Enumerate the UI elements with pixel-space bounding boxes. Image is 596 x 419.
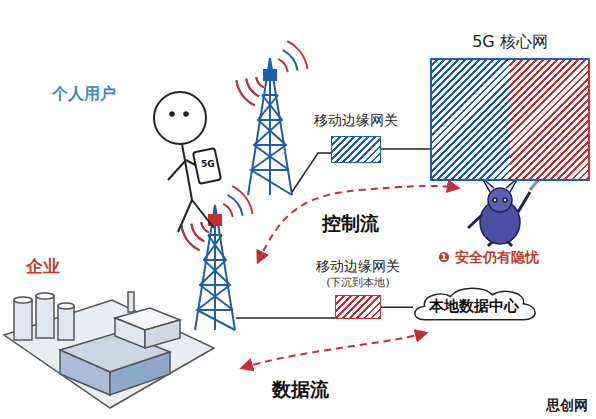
drawing-part — [246, 79, 259, 97]
drawing-part — [264, 70, 276, 80]
drawing-part — [256, 77, 263, 87]
drawing-part — [58, 306, 74, 340]
tower-bottom — [195, 205, 235, 330]
drawing-part — [503, 198, 507, 202]
drawing-part — [223, 204, 233, 217]
watermark: 思创网 — [546, 397, 588, 414]
drawing-part — [283, 50, 298, 71]
drawing-part — [278, 59, 288, 72]
link-wire — [236, 317, 336, 319]
node-note: (下沉到本地) — [326, 276, 390, 290]
drawing-part — [36, 293, 54, 299]
link-wire — [292, 153, 332, 192]
phone-label: 5G — [201, 159, 215, 170]
drawing-part — [195, 205, 235, 330]
user-label: 个人用户 — [52, 84, 116, 103]
drawing-part — [228, 195, 243, 216]
drawing-part — [14, 297, 32, 303]
drawing-part — [36, 296, 54, 338]
drawing-part — [145, 320, 180, 348]
drawing-part — [287, 41, 307, 69]
gateway-box: 移动边缘网关 — [314, 112, 398, 163]
hatched-box — [331, 136, 381, 163]
hatched-box — [335, 295, 381, 319]
node-title: 移动边缘网关 — [316, 258, 400, 276]
gateway-box: 5G 核心网 — [430, 32, 590, 181]
drawing-part — [58, 303, 74, 309]
drawing-part — [14, 300, 32, 340]
drawing-part — [256, 77, 263, 87]
node-title: 本地数据中心 — [429, 297, 519, 316]
core-hatch-blue — [432, 60, 510, 179]
drawing-part — [193, 148, 221, 184]
drawing-part — [488, 188, 512, 212]
drawing-part — [197, 235, 235, 330]
node-title: 5G 核心网 — [472, 32, 548, 52]
flow-label: 控制流 — [322, 212, 379, 235]
drawing-part — [248, 58, 292, 195]
link-wire — [381, 307, 413, 309]
drawing-part — [181, 225, 199, 250]
drawing-part — [493, 198, 497, 202]
tower-top — [248, 58, 292, 195]
drawing-part — [468, 192, 530, 228]
drawing-part — [201, 222, 208, 232]
drawing-part — [154, 92, 206, 144]
drawing-part — [232, 186, 252, 214]
flow-label: 数据流 — [272, 378, 329, 401]
drawing-part — [201, 222, 208, 232]
control-flow-line — [258, 186, 458, 262]
link-wire — [381, 148, 430, 150]
drawing-part — [488, 242, 512, 246]
drawing-part — [191, 224, 204, 242]
person-figure — [154, 92, 221, 232]
drawing-part — [60, 350, 110, 395]
drawing-part — [246, 79, 259, 97]
node-title: 移动边缘网关 — [314, 112, 398, 130]
callout-note: ❶ 安全仍有隐忧 — [438, 249, 539, 266]
enterprise-label: 企业 — [26, 256, 60, 276]
drawing-part — [110, 352, 170, 395]
drawing-part — [236, 80, 254, 105]
drawing-part — [170, 112, 174, 116]
drawing-part — [236, 80, 254, 105]
drawing-part — [191, 224, 204, 242]
gateway-box: 移动边缘网关(下沉到本地) — [316, 258, 400, 319]
core-hatch-red — [510, 60, 588, 179]
signal-arcs — [236, 41, 307, 105]
drawing-part — [115, 318, 145, 348]
cloud-node: 本地数据中心 — [409, 284, 539, 329]
drawing-part — [415, 288, 535, 320]
drawing-part — [251, 95, 292, 195]
drawing-part — [181, 225, 199, 250]
factory-illustration — [4, 292, 214, 408]
data-flow-line — [242, 333, 426, 368]
hatched-box — [430, 58, 590, 181]
drawing-part — [184, 112, 188, 116]
drawing-part — [128, 292, 134, 312]
